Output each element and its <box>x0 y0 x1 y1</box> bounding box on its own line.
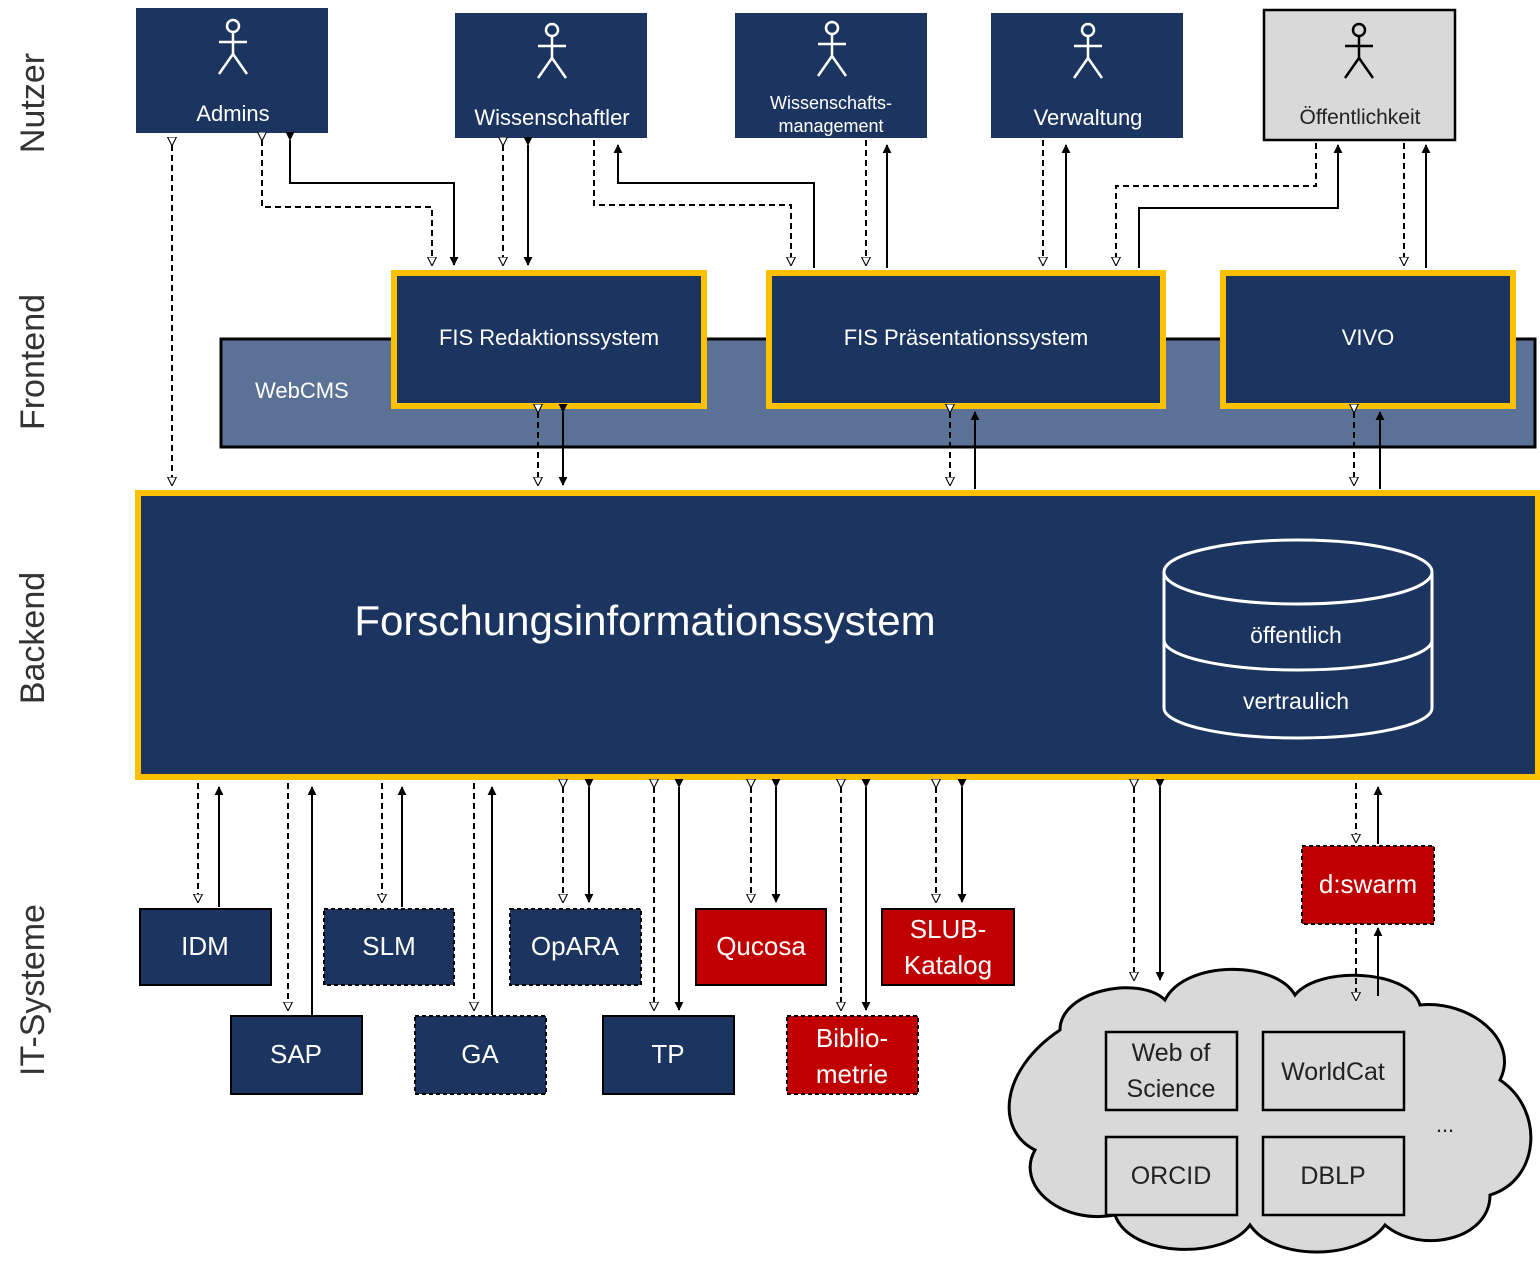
cloud-label-wos-1: Web of <box>1132 1039 1211 1067</box>
system-label-tp: TP <box>651 1039 684 1069</box>
system-label-sap: SAP <box>270 1039 322 1069</box>
user-verwaltung: Verwaltung <box>991 13 1183 138</box>
user-wissenschaftler: Wissenschaftler <box>455 13 647 138</box>
flow-praesentation-oeff <box>1138 144 1343 268</box>
system-tp: TP <box>602 1015 735 1095</box>
redaktion-label: FIS Redaktionssystem <box>439 325 659 350</box>
praesentation-label: FIS Präsentationssystem <box>844 325 1089 350</box>
layer-label-backend: Backend <box>14 572 52 704</box>
system-label-idm: IDM <box>181 931 229 961</box>
system-label-qucosa: Qucosa <box>716 931 806 961</box>
user-admins: Admins <box>136 8 328 133</box>
fis-praesentationssystem: FIS Präsentationssystem <box>766 270 1166 409</box>
cloud-label-dblp: DBLP <box>1300 1162 1365 1190</box>
webcms-label: WebCMS <box>255 378 349 403</box>
user-oeffentlichkeit: Öffentlichkeit <box>1262 8 1457 142</box>
user-wissenschaftsmanagement: Wissenschafts- management <box>735 13 927 138</box>
system-label-slub-1: SLUB- <box>910 914 987 944</box>
system-label-slm: SLM <box>362 931 415 961</box>
system-label-slub-2: Katalog <box>904 950 992 980</box>
cloud-label-orcid: ORCID <box>1131 1162 1212 1190</box>
user-label-admins: Admins <box>196 101 269 126</box>
system-label-opara: OpARA <box>531 931 620 961</box>
system-label-biblio-2: metrie <box>816 1059 888 1089</box>
user-label-wm-line2: management <box>778 116 883 136</box>
system-label-biblio-1: Biblio- <box>816 1023 888 1053</box>
system-label-ga: GA <box>461 1039 499 1069</box>
system-slm: SLM <box>323 908 455 986</box>
system-label-dswarm: d:swarm <box>1319 869 1417 899</box>
layer-label-frontend: Frontend <box>14 294 52 430</box>
cloud-dblp: DBLP <box>1261 1135 1406 1217</box>
flow-oeff-praesentation-dashed <box>1116 143 1317 265</box>
layer-label-it-systeme: IT-Systeme <box>14 904 52 1076</box>
cloud-label-wos-2: Science <box>1127 1075 1216 1103</box>
user-label-wm-line1: Wissenschafts- <box>770 93 892 113</box>
cloud-label-worldcat: WorldCat <box>1281 1058 1385 1086</box>
backend-title: Forschungsinformationssystem <box>354 597 935 644</box>
fis-redaktionssystem: FIS Redaktionssystem <box>391 270 707 409</box>
vivo: VIVO <box>1220 270 1516 409</box>
system-slub-katalog: SLUB- Katalog <box>881 908 1015 986</box>
flow-admins-redaktion <box>285 131 459 266</box>
flow-admins-redaktion-dashed <box>262 140 432 265</box>
db-public-label: öffentlich <box>1250 622 1342 648</box>
flow-praesentation-wiss <box>613 144 815 268</box>
cloud-worldcat: WorldCat <box>1261 1030 1406 1112</box>
cloud-web-of-science: Web of Science <box>1104 1030 1239 1112</box>
cloud-orcid: ORCID <box>1104 1135 1239 1217</box>
cloud-more-ellipsis: ... <box>1436 1112 1454 1137</box>
flow-wiss-praesentation-dashed <box>593 140 791 265</box>
db-private-label: vertraulich <box>1243 688 1349 714</box>
system-qucosa: Qucosa <box>695 908 827 986</box>
system-dswarm: d:swarm <box>1301 845 1435 925</box>
system-sap: SAP <box>230 1015 363 1095</box>
vivo-label: VIVO <box>1342 325 1395 350</box>
layer-label-nutzer: Nutzer <box>14 53 52 153</box>
user-label-verwaltung: Verwaltung <box>1034 105 1143 130</box>
system-opara: OpARA <box>509 908 642 986</box>
data-flow-connectors <box>172 131 1431 1015</box>
system-ga: GA <box>414 1015 547 1095</box>
system-bibliometrie: Biblio- metrie <box>786 1015 919 1095</box>
database-icon: öffentlich vertraulich <box>1162 538 1434 740</box>
user-label-oeffentlichkeit: Öffentlichkeit <box>1299 106 1420 129</box>
system-idm: IDM <box>139 908 272 986</box>
user-label-wissenschaftler: Wissenschaftler <box>474 105 629 130</box>
